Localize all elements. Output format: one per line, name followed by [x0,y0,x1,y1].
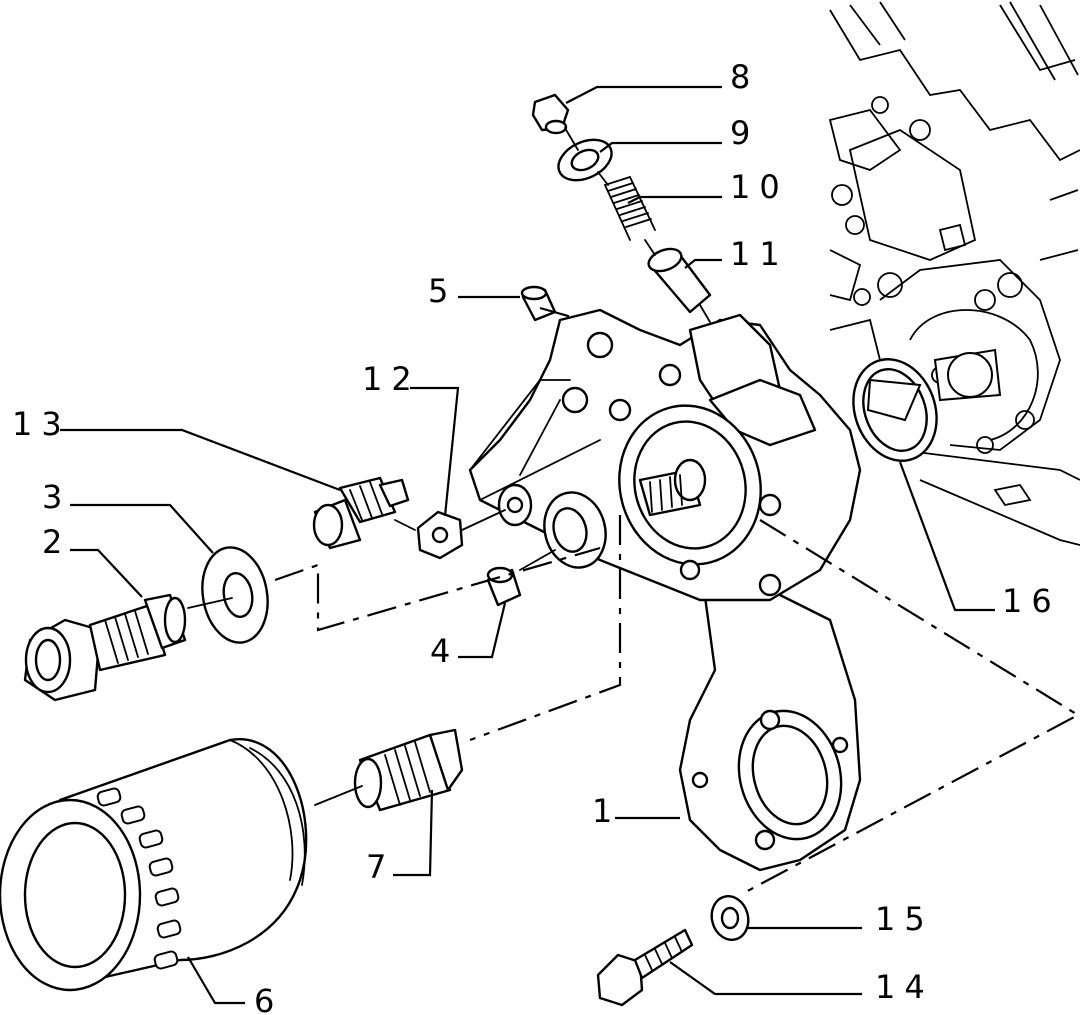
callout-3: 3 [42,478,71,516]
callout-10: 10 [730,168,789,206]
callout-13: 13 [12,405,71,443]
callout-5: 5 [428,272,457,310]
callout-16: 16 [1002,582,1061,620]
callout-labels: 8 9 10 11 5 12 13 3 2 4 1 7 6 15 14 16 [12,58,1061,1015]
callout-15: 15 [875,900,934,938]
part-10-spring [604,176,656,241]
part-9-washer [557,138,613,182]
part-12-nut [416,510,464,560]
callout-6: 6 [254,982,283,1015]
part-11-plunger [647,247,712,314]
callout-9: 9 [730,114,759,152]
part-4-plug [486,566,522,607]
part-13-sender [312,476,410,550]
part-3-washer [201,546,269,644]
part-8-cap [531,93,570,135]
part-6-oil-filter [0,738,308,992]
callout-14: 14 [875,968,934,1006]
callout-4: 4 [430,632,459,670]
callout-1: 1 [592,792,621,830]
callout-7: 7 [366,848,395,886]
assembly-center-lines [187,127,1080,896]
callout-12: 12 [362,360,421,398]
part-14-bolt [596,928,694,1007]
part-2-strainer [23,593,187,702]
part-15-washer [710,895,750,941]
part-1-oil-pump-housing [468,308,862,872]
callout-11: 11 [730,235,789,273]
part-5-plug [520,285,557,322]
leader-lines [60,85,995,1005]
filter-grip-slots [96,787,182,970]
part-7-nipple [353,728,464,812]
part-16-seal [852,358,938,462]
engine-block-background [828,1,1080,546]
callout-8: 8 [730,58,759,96]
callout-2: 2 [42,523,71,561]
